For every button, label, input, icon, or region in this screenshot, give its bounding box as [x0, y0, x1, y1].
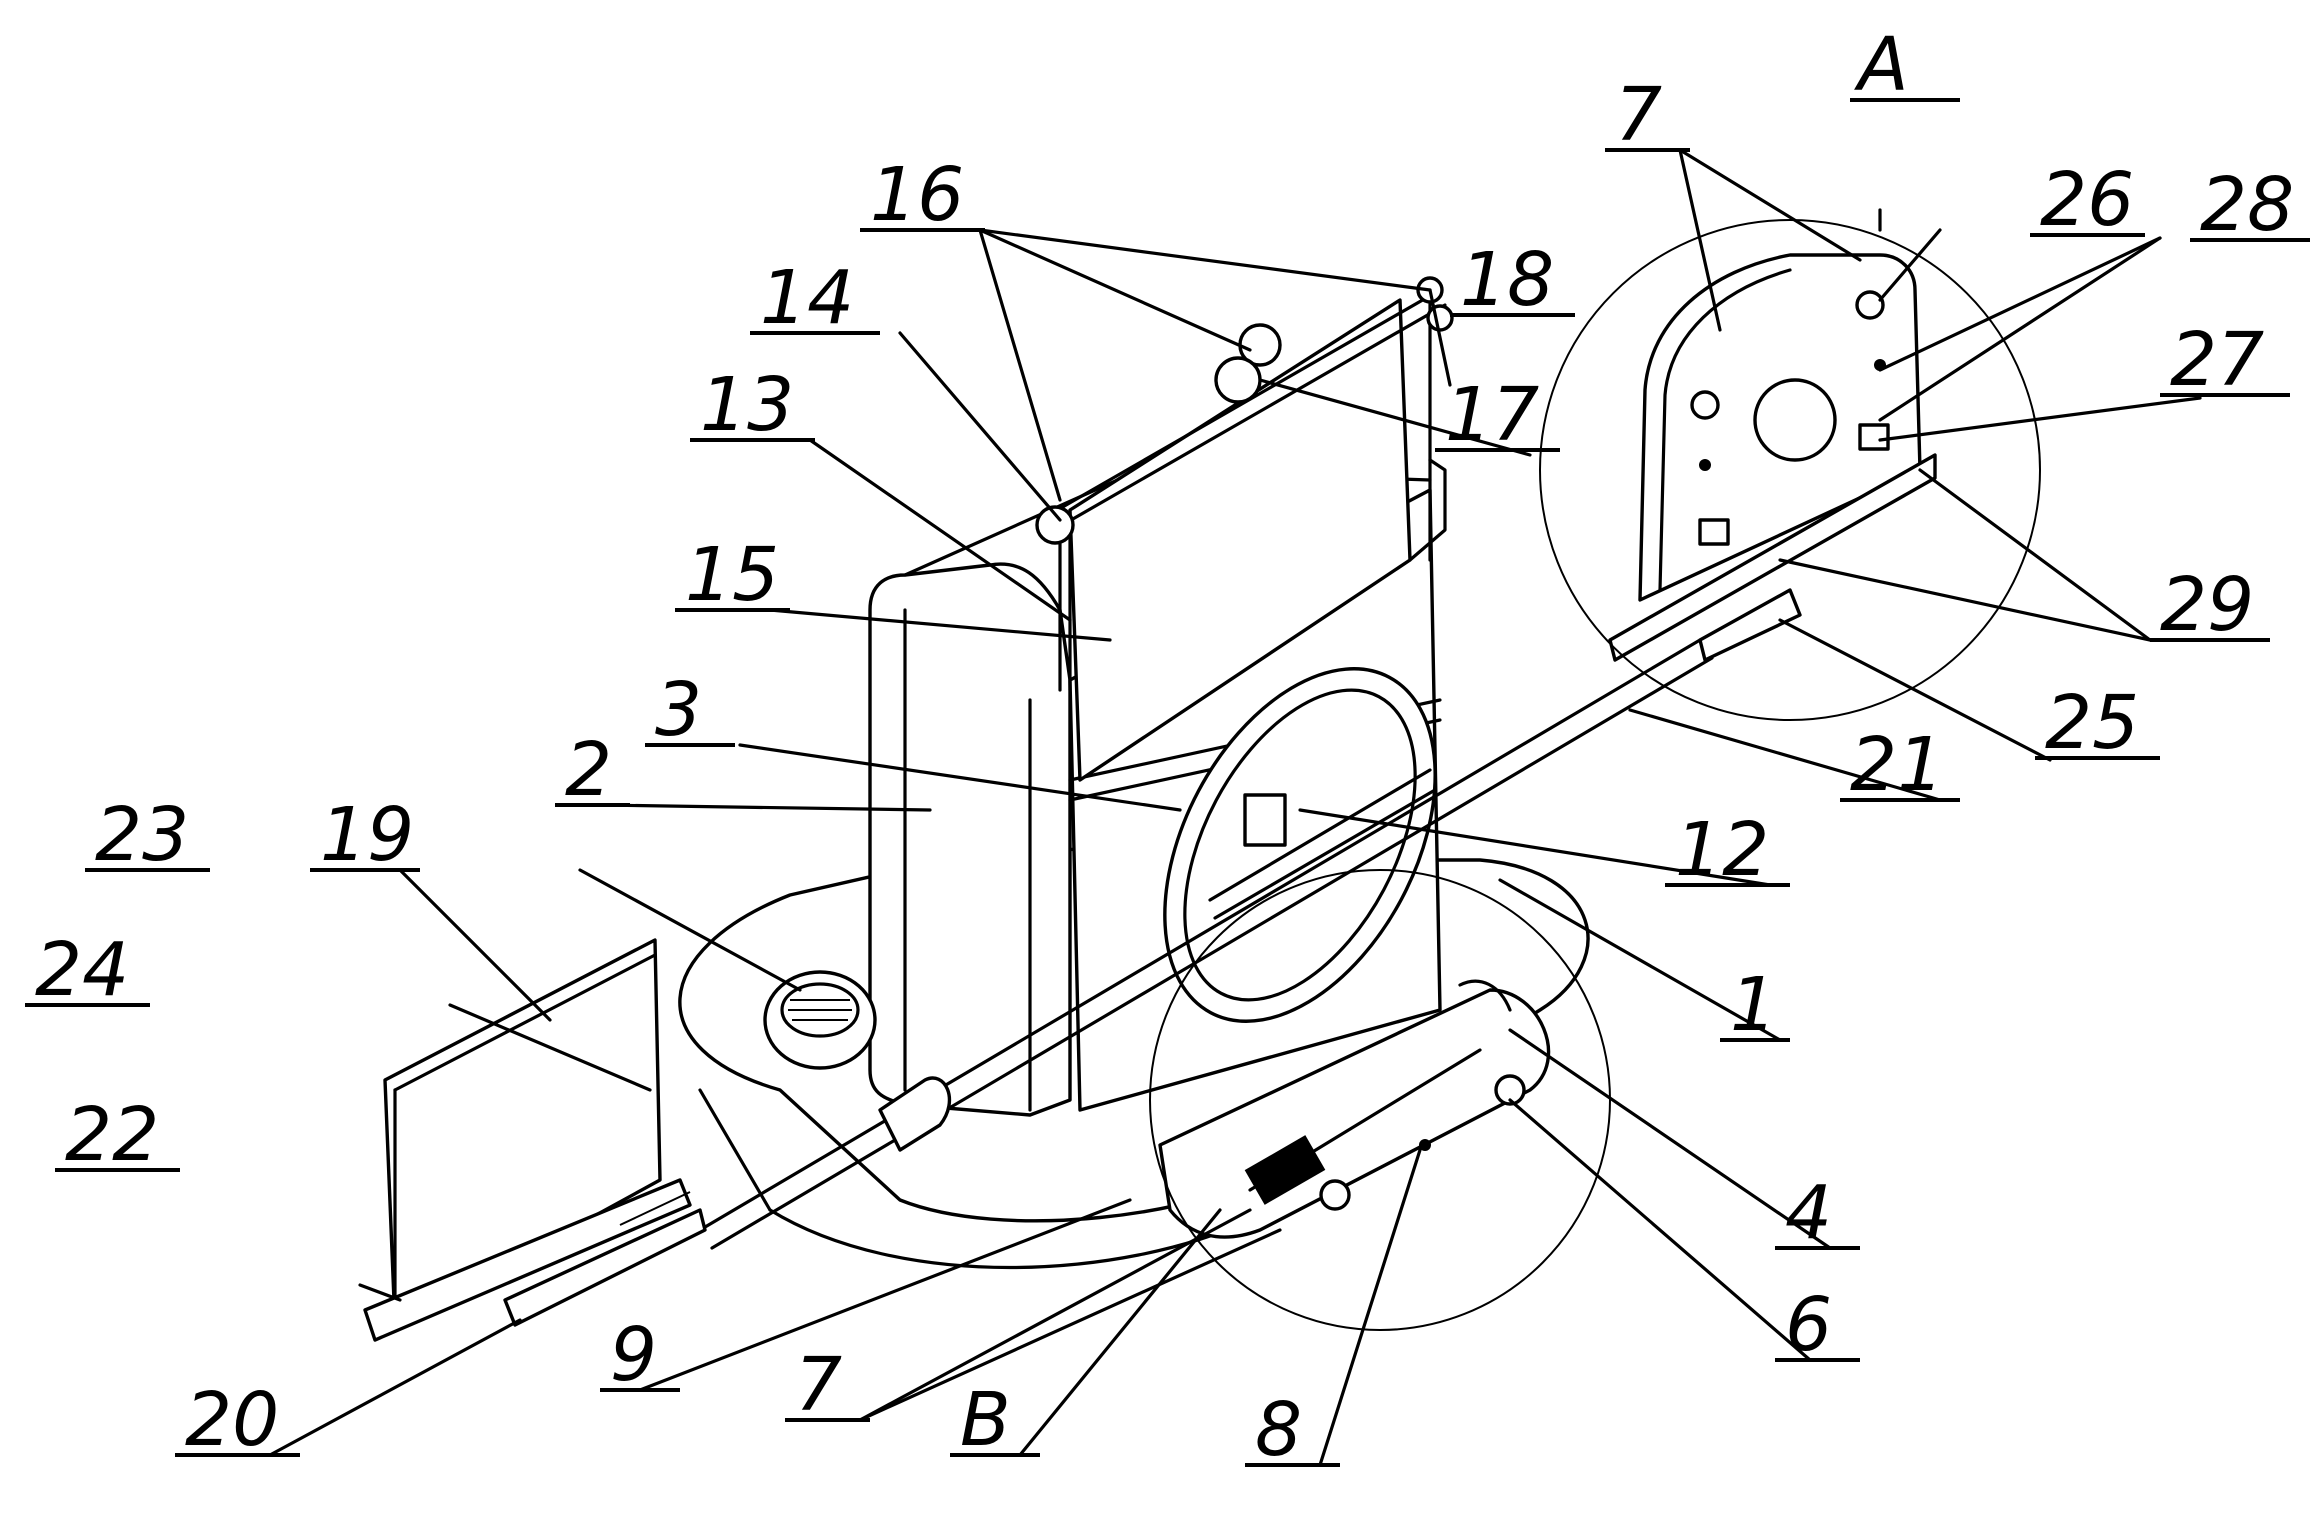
label-B: B — [960, 1377, 1011, 1463]
reference-labels: A 7 26 28 27 29 25 21 12 1 4 6 8 B 7 9 2 — [25, 22, 2310, 1473]
label-27: 27 — [2170, 317, 2264, 403]
label-26: 26 — [2040, 157, 2134, 243]
label-25: 25 — [2045, 680, 2139, 766]
label-7-bottom: 7 — [795, 1342, 842, 1428]
label-21: 21 — [1850, 722, 1944, 808]
label-13: 13 — [700, 362, 794, 448]
label-7-top: 7 — [1615, 72, 1662, 158]
label-24: 24 — [35, 927, 129, 1013]
detail-circle-a — [1539, 219, 2041, 721]
speaker-grille — [763, 970, 877, 1070]
label-23: 23 — [95, 792, 189, 878]
label-16: 16 — [870, 152, 964, 238]
label-15: 15 — [685, 532, 779, 618]
right-holder — [1608, 253, 1937, 662]
top-panel — [1035, 276, 1454, 782]
label-8: 8 — [1255, 1387, 1302, 1473]
lower-tray — [1158, 979, 1551, 1239]
label-3: 3 — [655, 667, 702, 753]
label-18: 18 — [1460, 237, 1554, 323]
label-2: 2 — [565, 727, 612, 813]
label-29: 29 — [2160, 562, 2254, 648]
label-20: 20 — [185, 1377, 279, 1463]
left-screen — [363, 938, 707, 1342]
label-6: 6 — [1785, 1282, 1832, 1368]
label-12: 12 — [1675, 807, 1769, 893]
label-28: 28 — [2200, 162, 2294, 248]
label-19: 19 — [320, 792, 414, 878]
leader-lines — [268, 148, 2202, 1467]
label-17: 17 — [1445, 372, 1539, 458]
ring-assembly — [1163, 667, 1437, 1023]
label-14: 14 — [760, 255, 854, 341]
label-22: 22 — [65, 1092, 159, 1178]
label-A: A — [1854, 22, 1909, 108]
label-9: 9 — [610, 1312, 657, 1398]
long-rod — [698, 638, 1714, 1250]
label-4: 4 — [1785, 1170, 1832, 1256]
label-1: 1 — [1730, 962, 1777, 1048]
